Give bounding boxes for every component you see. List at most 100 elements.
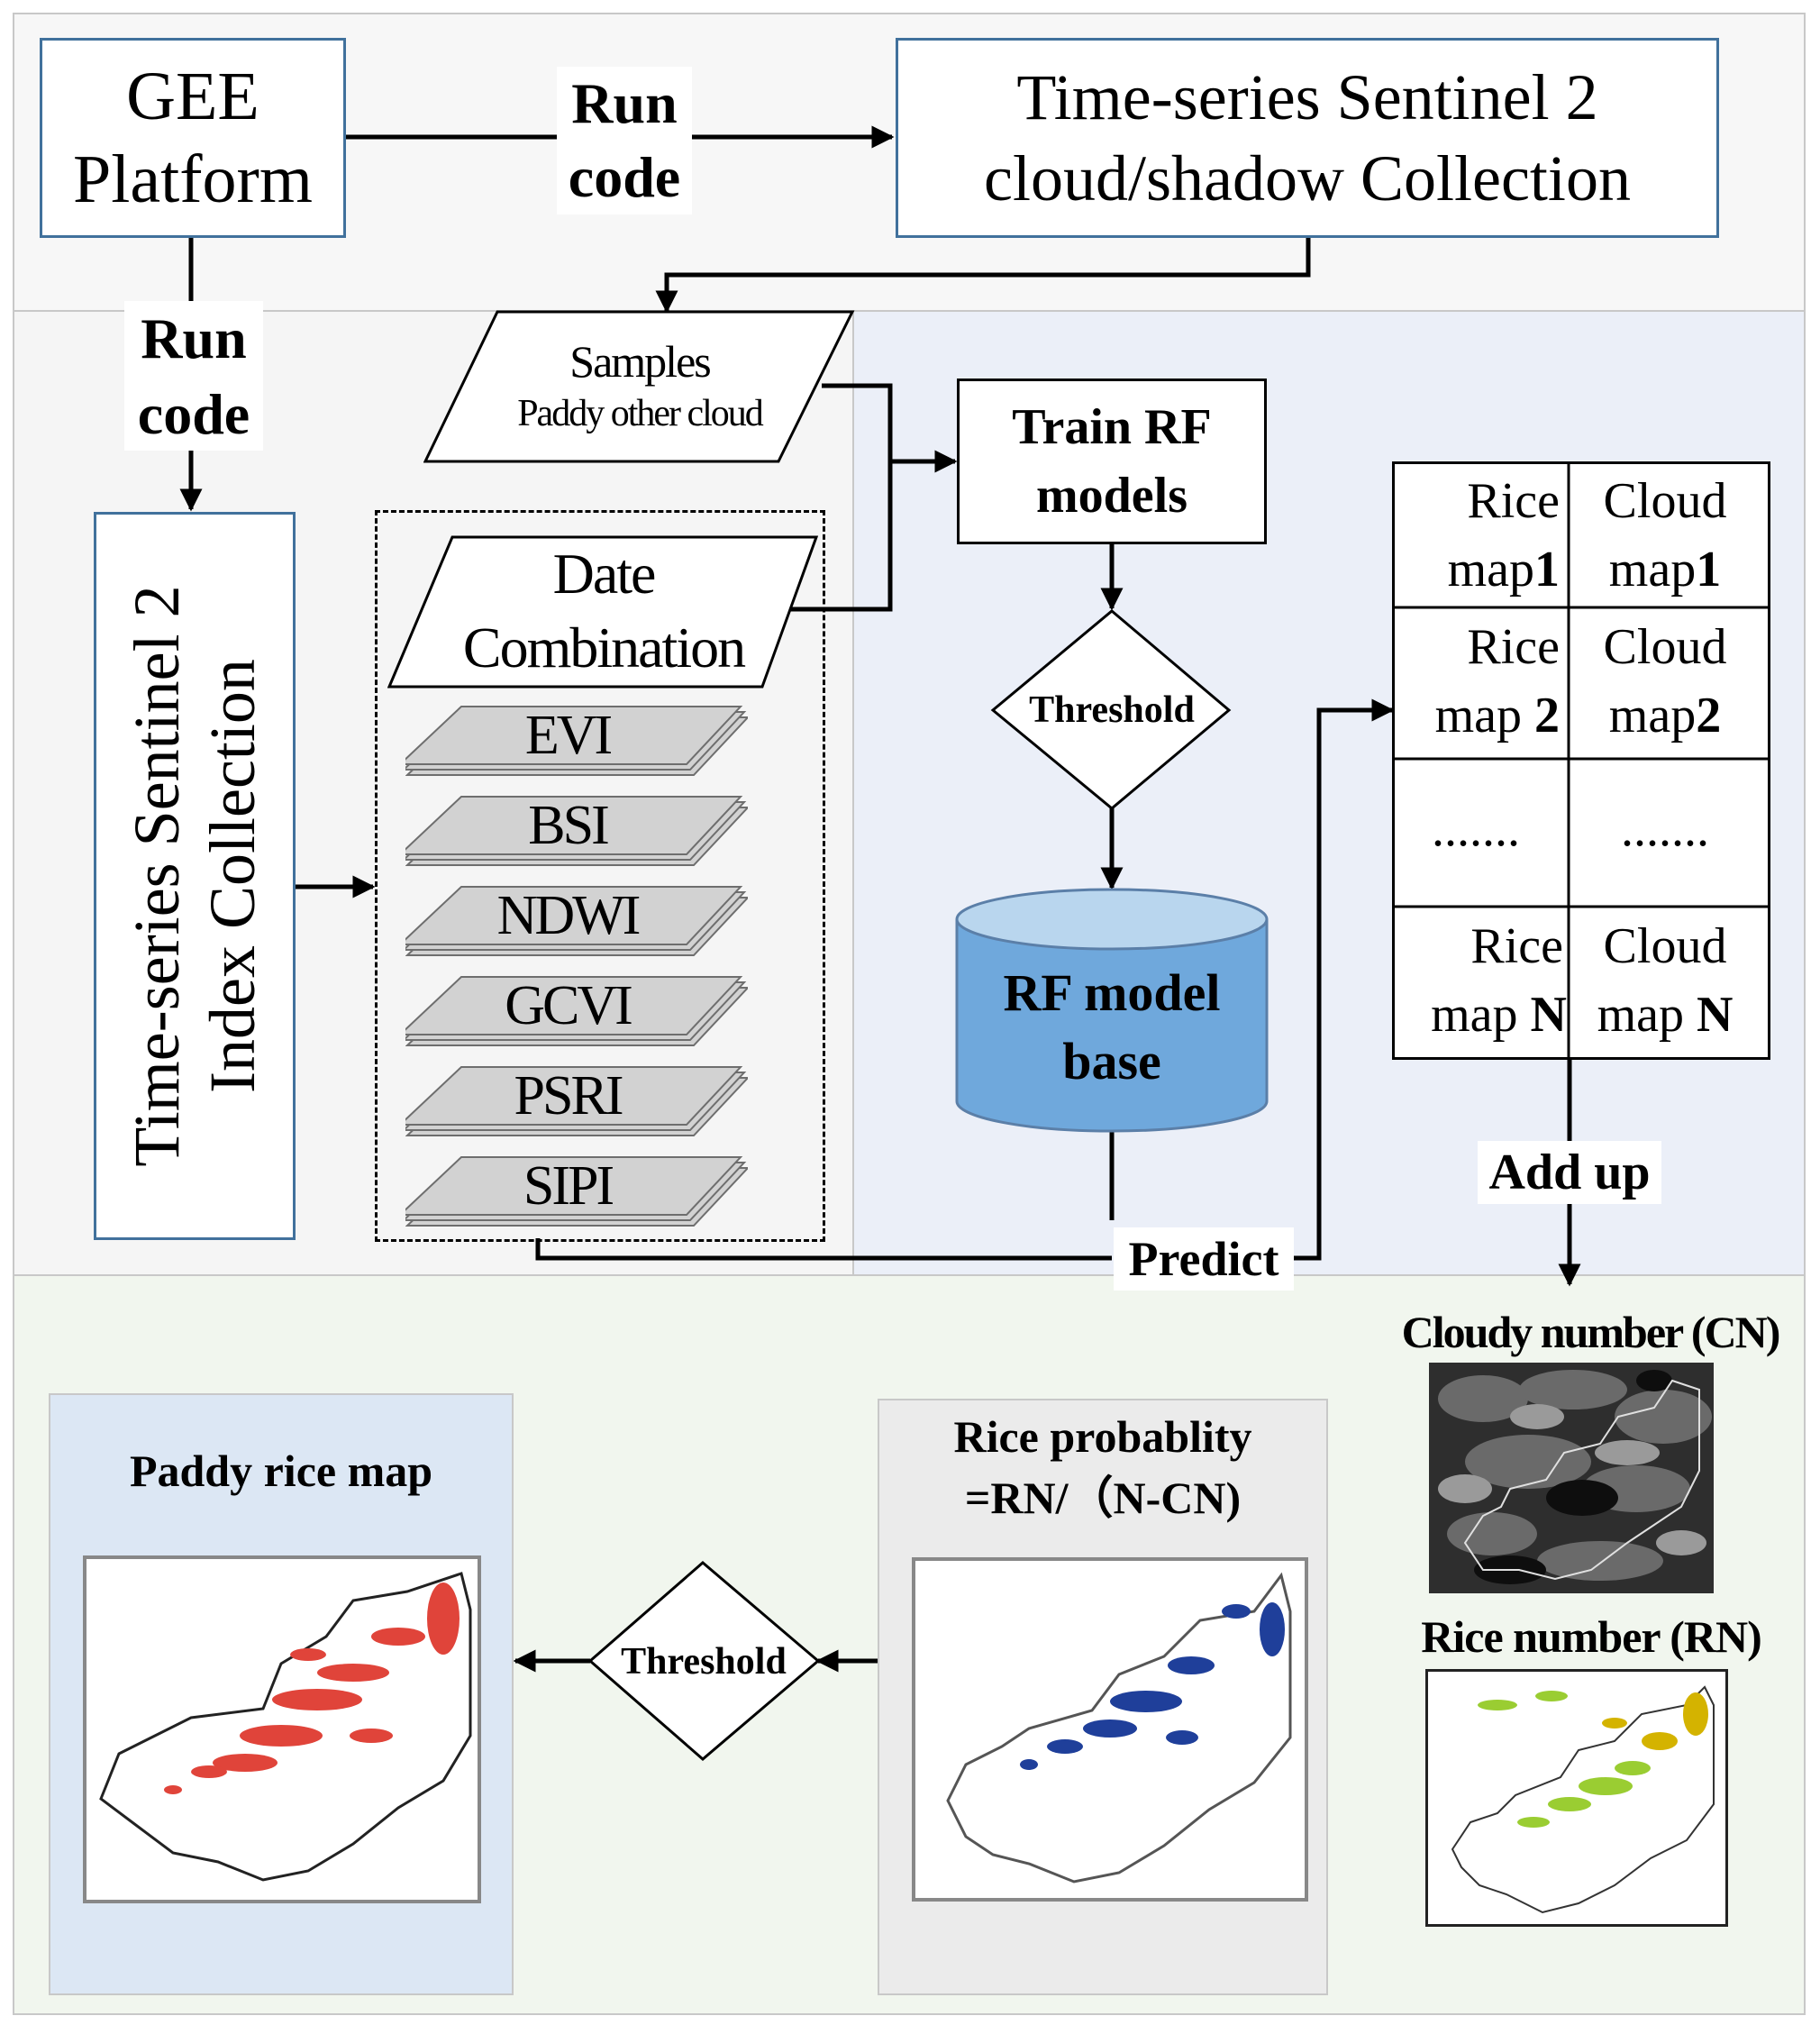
- layer-label-bsi: BSI: [528, 795, 609, 856]
- rf-base-line1: RF model: [1003, 963, 1221, 1022]
- samples-line2: Paddy other cloud: [517, 393, 764, 434]
- cloud-map-n-cell: Cloud map N: [1569, 907, 1770, 1060]
- date-combination-shape: [387, 535, 819, 689]
- layer-label-psri: PSRI: [514, 1065, 624, 1127]
- layer-label-sipi: SIPI: [523, 1155, 614, 1217]
- run-code-top-line2: code: [557, 141, 692, 214]
- gee-line1: GEE: [126, 59, 259, 134]
- run-code-left-line1: Run: [141, 306, 247, 370]
- ellipsis-left-cell: .......: [1392, 759, 1569, 907]
- maps-table-grid: [1392, 461, 1770, 1060]
- cloud-map-n-line2: map N: [1569, 981, 1761, 1049]
- cloud-map-1-cell: Cloud map1: [1569, 461, 1770, 607]
- rice-map-n-cell: Rice map N: [1392, 907, 1572, 1060]
- cloud-map-n-index: N: [1696, 987, 1734, 1043]
- date-combination-line1: Date: [552, 542, 657, 606]
- layer-evi: [405, 706, 748, 776]
- cloud-map-2-line1: Cloud: [1603, 619, 1727, 675]
- date-combination-text: Date Combination: [423, 539, 784, 683]
- train-rf-line2: models: [1036, 468, 1188, 524]
- gee-platform-box: GEE Platform: [40, 38, 346, 238]
- run-code-top-line1: Run: [557, 67, 692, 141]
- maps-table: [1392, 461, 1770, 1060]
- rice-probability-map: [912, 1557, 1308, 1902]
- rf-base-cylinder: [955, 888, 1269, 1133]
- rice-map-2-line2: map 2: [1392, 681, 1560, 750]
- rice-map-1-cell: Rice map1: [1392, 461, 1569, 607]
- layers-dashed-container: [375, 510, 825, 1242]
- cloud-map-1-line1: Cloud: [1603, 473, 1727, 529]
- threshold-bottom-diamond: [587, 1561, 821, 1761]
- samples-text: Samples Paddy other cloud: [460, 324, 820, 447]
- s2-cloud-line2: cloud/shadow Collection: [984, 142, 1631, 214]
- cloud-map-1-word: map: [1608, 542, 1697, 597]
- layer-bsi: [405, 796, 748, 866]
- threshold-mid-diamond: [990, 609, 1232, 810]
- arrow-predict-to-maps: [1294, 698, 1395, 1261]
- s2-index-line1: Time-series Sentinel 2: [121, 585, 193, 1167]
- train-rf-box: Train RF models: [957, 379, 1267, 544]
- threshold-bottom-label: Threshold: [621, 1641, 787, 1683]
- s2-index-text: Time-series Sentinel 2 Index Collection: [94, 512, 296, 1240]
- cloud-map-2-cell: Cloud map2: [1569, 607, 1770, 759]
- cloud-map-n-word: map: [1597, 987, 1697, 1043]
- layer-label-gcvi: GCVI: [505, 975, 633, 1036]
- layer-sipi: [405, 1156, 748, 1227]
- layer-ndwi: [405, 886, 748, 956]
- s2-index-collection-box: [94, 512, 296, 1240]
- rice-probability-title: Rice probablity =RN/（N-CN): [878, 1406, 1328, 1528]
- cloudy-number-map: [1429, 1363, 1714, 1593]
- rf-base-line2: base: [1062, 1032, 1161, 1090]
- line-layers-to-predict: [535, 1238, 1112, 1261]
- date-combination-line2: Combination: [462, 616, 746, 680]
- gee-line2: Platform: [73, 141, 313, 217]
- rice-probability-line1: Rice probablity: [953, 1411, 1252, 1462]
- ellipsis-left: .......: [1432, 801, 1520, 857]
- rice-map-n-index: N: [1530, 987, 1567, 1043]
- rice-map-2-word: map: [1434, 688, 1534, 743]
- cloud-map-2-index: 2: [1696, 688, 1722, 743]
- s2-cloud-line1: Time-series Sentinel 2: [1016, 61, 1598, 133]
- rice-map-2-line1: Rice: [1467, 619, 1560, 675]
- arrow-cloud-to-samples: [655, 238, 1311, 314]
- rice-map-n-word: map: [1431, 987, 1531, 1043]
- rice-map-2-index: 2: [1534, 688, 1560, 743]
- train-rf-line1: Train RF: [1012, 399, 1212, 455]
- layer-gcvi: [405, 976, 748, 1046]
- rice-number-map: [1425, 1669, 1728, 1927]
- threshold-mid-label: Threshold: [1029, 689, 1195, 731]
- ellipsis-right-cell: .......: [1569, 759, 1770, 907]
- run-code-left-line2: code: [137, 382, 250, 446]
- index-layers: [405, 706, 748, 1227]
- predict-label: Predict: [1114, 1227, 1294, 1291]
- rice-map-1-index: 1: [1534, 542, 1560, 597]
- rice-map-1-word: map: [1447, 542, 1534, 597]
- cloudy-number-title: Cloudy number (CN): [1401, 1307, 1781, 1357]
- cloud-map-1-index: 1: [1696, 542, 1722, 597]
- cloud-map-2-line2: map2: [1569, 681, 1761, 750]
- rice-number-title: Rice number (RN): [1421, 1611, 1761, 1662]
- ellipsis-right: .......: [1621, 801, 1709, 857]
- layer-psri: [405, 1066, 748, 1136]
- paddy-rice-map: [83, 1555, 481, 1903]
- paddy-rice-title: Paddy rice map: [129, 1446, 433, 1496]
- cloud-map-n-line1: Cloud: [1603, 918, 1727, 974]
- rice-map-1-line1: Rice: [1467, 473, 1560, 529]
- cloud-map-1-line2: map1: [1569, 535, 1761, 604]
- samples-shape: [423, 310, 855, 463]
- s2-cloud-collection-box: Time-series Sentinel 2 cloud/shadow Coll…: [896, 38, 1719, 238]
- rice-map-n-line2: map N: [1392, 981, 1567, 1049]
- samples-line1: Samples: [569, 336, 711, 387]
- run-code-left-label: Run code: [124, 301, 263, 451]
- layer-label-ndwi: NDWI: [496, 885, 642, 946]
- s2-index-line2: Index Collection: [196, 659, 268, 1093]
- rice-probability-line2: =RN/（N-CN): [964, 1473, 1242, 1523]
- line-samples-to-train: [784, 383, 893, 612]
- rice-map-2-cell: Rice map 2: [1392, 607, 1569, 759]
- rf-base-label: RF model base: [957, 955, 1267, 1099]
- run-code-top-label: Run code: [557, 67, 692, 214]
- rice-map-1-line2: map1: [1392, 535, 1560, 604]
- layer-label-evi: EVI: [524, 705, 613, 766]
- rice-map-n-line1: Rice: [1470, 918, 1563, 974]
